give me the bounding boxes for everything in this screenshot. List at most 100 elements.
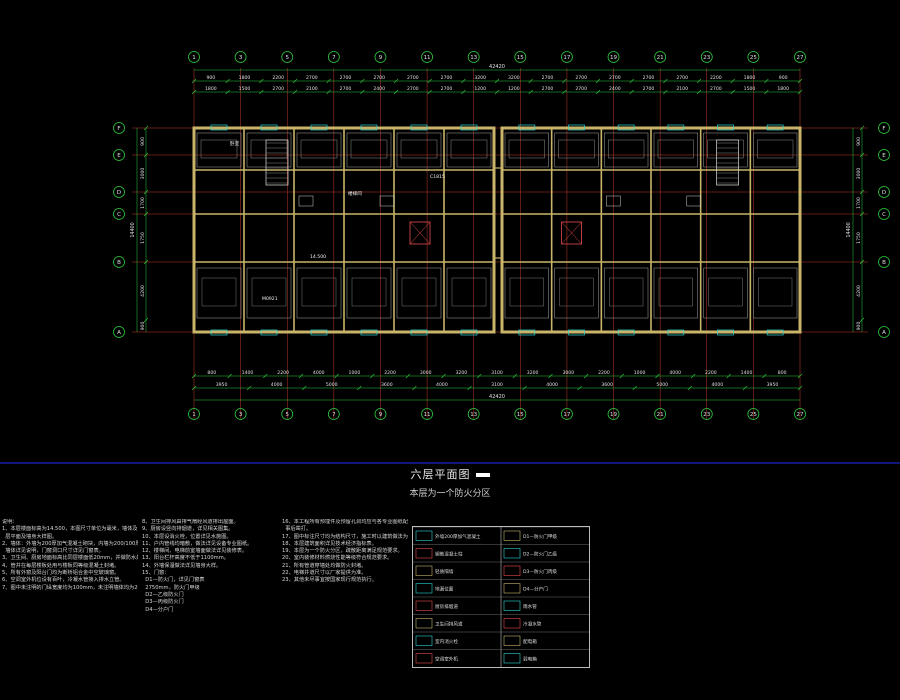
drawing-subtitle: 本层为一个防火分区 [409, 489, 491, 499]
room-label: 卧室 [230, 140, 240, 147]
axis-circle [188, 51, 200, 63]
legend-swatch [415, 548, 433, 559]
room-furniture [400, 139, 438, 159]
dimension-text-bottom-2: 5000 [326, 382, 338, 388]
dimension-tick [326, 89, 331, 95]
notes-column-3: 16、本工程所有预埋件及预留孔洞均应与各专业图纸配合施工，不得 事后凿打。 17… [282, 519, 408, 584]
dimension-tick [191, 78, 197, 84]
room-fixture [703, 132, 748, 168]
window [617, 124, 635, 131]
dimension-text-bottom-1: 3000 [420, 370, 432, 376]
legend-desc: 雨水管 [523, 603, 537, 610]
dimension-text-bottom-2: 5000 [656, 382, 668, 388]
dimension-text-bottom-1: 4000 [669, 370, 681, 376]
axis-circle [747, 51, 760, 63]
dimension-text-top-1: 2700 [441, 75, 453, 81]
axis-label-bottom: 27 [797, 412, 804, 418]
dimension-tick [143, 211, 149, 217]
axis-label-bottom: 1 [192, 412, 196, 418]
table-furniture [686, 195, 702, 207]
dimension-text-top-1: 2700 [340, 75, 352, 81]
title-underline-mark [475, 473, 490, 477]
dimension-text-top-2: 1800 [205, 86, 217, 92]
dimension-tick [548, 373, 553, 379]
dimension-tick [246, 385, 252, 391]
axis-circle [188, 408, 200, 420]
dimension-text-top-2: 2700 [710, 86, 722, 92]
axis-circle [878, 256, 890, 268]
dimension-tick [528, 78, 533, 84]
room-furniture [707, 139, 744, 159]
room-fixture [703, 267, 748, 319]
axis-circle [878, 149, 890, 161]
dimension-tick [393, 78, 399, 84]
dimension-text-bottom-1: 2200 [705, 370, 717, 376]
axis-label-top: 11 [424, 55, 431, 61]
bed-furniture [451, 277, 487, 307]
window [766, 124, 784, 131]
legend-rows: 外墙200厚加气混凝土钢筋混凝土柱轻质隔墙地漏位置厨房排烟道卫生间排风道室内消火… [413, 526, 589, 667]
axis-label-bottom: 25 [750, 412, 757, 418]
legend-desc: 卫生间排风道 [435, 620, 463, 627]
dimension-text-bottom-1: 1400 [741, 370, 753, 376]
legend-desc: 冷凝水管 [523, 620, 542, 627]
axis-label-top: 1 [192, 55, 196, 61]
dimension-text-top-1: 900 [779, 75, 788, 81]
dimension-text-right: 1700 [856, 197, 862, 209]
axis-label-right: B [882, 260, 886, 266]
legend-swatch [503, 635, 521, 646]
dimension-text-top-2: 1200 [474, 86, 486, 92]
dimension-tick [583, 373, 589, 379]
window [310, 124, 328, 131]
axis-circle [374, 408, 387, 420]
dimension-tick [629, 89, 634, 95]
dimension-tick [427, 78, 432, 84]
dimension-tick [655, 373, 660, 379]
dimension-tick [577, 385, 582, 391]
dimension-tick [441, 373, 446, 379]
dimension-text-bottom-2: 4000 [271, 382, 283, 388]
dimension-text-left: 1750 [140, 232, 146, 244]
dimension-text-bottom-2: 3950 [767, 382, 779, 388]
axis-label-right: F [882, 126, 885, 132]
axis-circle [794, 408, 806, 420]
party-wall [493, 167, 503, 259]
room-furniture [508, 139, 545, 159]
dimension-tick [494, 89, 500, 95]
bed-furniture [559, 277, 594, 307]
bed-furniture [658, 277, 693, 307]
dimension-text-left: 900 [140, 322, 146, 331]
dimension-tick [730, 78, 735, 84]
dimension-tick [619, 373, 624, 379]
stair-core [716, 139, 739, 186]
dimension-tick [259, 89, 264, 95]
dimension-tick [859, 152, 865, 158]
notes-column-2: 8、卫生间排风由排气扇经风道排出屋面。 9、厨房设竖向排烟道，详见相关图集。 1… [142, 519, 253, 613]
room-furniture [350, 139, 388, 159]
side-total-text: 14400 [846, 222, 852, 237]
dimension-text-left: 4200 [140, 285, 146, 297]
window [460, 329, 478, 336]
dimension-text-left: 3000 [140, 168, 146, 180]
dimension-text-right: 900 [856, 322, 862, 331]
dimension-tick [494, 78, 500, 84]
dimension-tick [143, 125, 149, 131]
dimension-text-top-2: 1800 [777, 86, 789, 92]
dimension-text-top-2: 2700 [340, 86, 352, 92]
elevator-cross [409, 221, 431, 245]
bed-furniture [351, 277, 387, 307]
stair-core [265, 139, 289, 186]
dimension-tick [143, 317, 149, 323]
axis-label-bottom: 3 [239, 412, 243, 418]
dimension-text-top-2: 1500 [239, 86, 251, 92]
legend-swatch [415, 600, 433, 611]
axis-circle [113, 149, 125, 161]
room-furniture [300, 139, 338, 159]
axis-label-right: D [882, 190, 886, 196]
dimension-tick [227, 373, 232, 379]
room-fixture [446, 132, 492, 168]
legend-swatch [503, 530, 521, 541]
axis-label-top: 27 [797, 55, 804, 61]
dimension-tick [764, 89, 769, 95]
